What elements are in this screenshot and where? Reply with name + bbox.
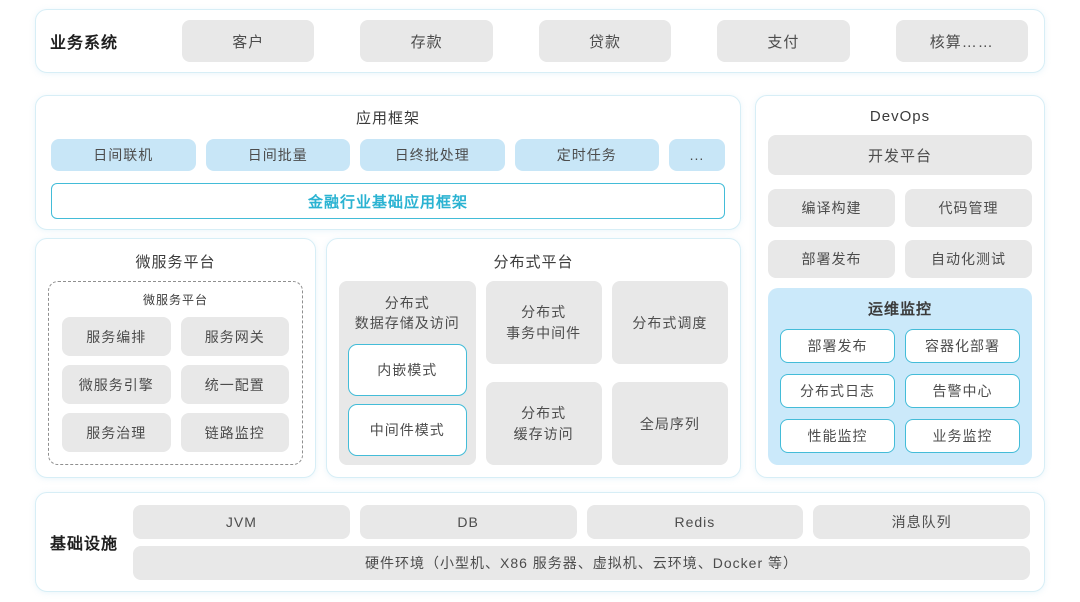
microservice-item-orchestration: 服务编排 [62,317,171,356]
distributed-block-cache-access: 分布式 缓存访问 [485,382,602,465]
infrastructure-item-redis: Redis [586,504,804,539]
business-system-item-payment: 支付 [717,20,850,62]
microservice-item-governance: 服务治理 [62,413,171,452]
monitoring-item-alert-center: 告警中心 [905,374,1020,408]
distributed-column-1: 分布式 事务中间件 分布式 缓存访问 [485,281,602,465]
distributed-block-global-sequence: 全局序列 [611,382,728,465]
monitoring-item-performance-monitoring: 性能监控 [780,419,895,453]
distributed-storage-modes: 内嵌模式 中间件模式 [348,343,467,456]
business-system-item-loan: 贷款 [538,20,672,62]
devops-tools: 编译构建 代码管理 部署发布 自动化测试 [768,189,1032,278]
ops-monitoring-items: 部署发布 容器化部署 分布式日志 告警中心 性能监控 业务监控 [780,329,1020,453]
devops-tool-automated-testing: 自动化测试 [905,240,1032,278]
monitoring-item-deploy-release: 部署发布 [780,329,895,363]
infrastructure-label: 基础设施 [50,536,119,553]
storage-mode-middleware: 中间件模式 [348,403,467,456]
middle-left-column: 应用框架 日间联机 日间批量 日终批处理 定时任务 ... 金融行业基础应用框架… [35,95,741,478]
microservice-inner-title: 微服务平台 [142,293,208,307]
distributed-platform-panel: 分布式平台 分布式 数据存储及访问 内嵌模式 中间件模式 分布式 事务中间件 分… [326,238,741,478]
devops-title: DevOps [869,108,931,125]
middle-area: 应用框架 日间联机 日间批量 日终批处理 定时任务 ... 金融行业基础应用框架… [35,95,1045,478]
app-framework-module-scheduled-task: 定时任务 [514,139,659,171]
infrastructure-item-db: DB [359,504,577,539]
distributed-platform-body: 分布式 数据存储及访问 内嵌模式 中间件模式 分布式 事务中间件 分布式 缓存访… [339,281,728,465]
infrastructure-band: 基础设施 JVM DB Redis 消息队列 硬件环境（小型机、X86 服务器、… [35,492,1045,592]
distributed-storage-title: 分布式 数据存储及访问 [354,295,460,332]
microservice-platform-panel: 微服务平台 微服务平台 服务编排 服务网关 微服务引擎 统一配置 服务治理 链路… [35,238,316,478]
microservice-inner-box: 微服务平台 服务编排 服务网关 微服务引擎 统一配置 服务治理 链路监控 [48,281,303,465]
business-system-item-customer: 客户 [182,20,315,62]
monitoring-item-containerized-deploy: 容器化部署 [905,329,1020,363]
microservice-item-unified-config: 统一配置 [180,365,289,404]
microservice-items: 服务编排 服务网关 微服务引擎 统一配置 服务治理 链路监控 [62,317,289,452]
ops-monitoring-title: 运维监控 [867,301,932,318]
app-framework-module-more: ... [669,139,725,171]
devops-tool-code-management: 代码管理 [905,189,1032,227]
business-systems-items: 客户 存款 贷款 支付 核算…… [182,20,1028,62]
microservice-platform-title: 微服务平台 [135,254,216,271]
business-systems-band: 业务系统 客户 存款 贷款 支付 核算…… [35,9,1045,73]
infrastructure-item-jvm: JVM [133,504,350,539]
app-framework-module-eod-batch: 日终批处理 [360,139,505,171]
app-framework-panel: 应用框架 日间联机 日间批量 日终批处理 定时任务 ... 金融行业基础应用框架 [35,95,741,230]
app-framework-module-daytime-batch: 日间批量 [205,139,350,171]
microservice-item-engine: 微服务引擎 [62,365,171,404]
monitoring-item-distributed-logging: 分布式日志 [780,374,895,408]
business-systems-label: 业务系统 [50,35,119,52]
monitoring-item-business-monitoring: 业务监控 [905,419,1020,453]
devops-tool-build: 编译构建 [768,189,895,227]
app-framework-title: 应用框架 [355,110,420,127]
business-system-item-accounting: 核算…… [895,20,1028,62]
base-framework-box: 金融行业基础应用框架 [51,183,725,219]
app-framework-modules: 日间联机 日间批量 日终批处理 定时任务 ... [51,139,725,171]
app-framework-module-daytime-online: 日间联机 [51,139,196,171]
hardware-environment-bar: 硬件环境（小型机、X86 服务器、虚拟机、云环境、Docker 等） [133,545,1030,580]
infrastructure-items: JVM DB Redis 消息队列 [133,504,1031,539]
devops-dev-platform: 开发平台 [768,135,1032,175]
business-system-item-deposit: 存款 [360,20,493,62]
distributed-block-transaction-middleware: 分布式 事务中间件 [485,281,602,364]
distributed-platform-title: 分布式平台 [493,254,574,271]
distributed-column-2: 分布式调度 全局序列 [611,281,728,465]
microservice-item-gateway: 服务网关 [180,317,289,356]
devops-tool-deploy-release: 部署发布 [768,240,895,278]
devops-panel: DevOps 开发平台 编译构建 代码管理 部署发布 自动化测试 运维监控 部署… [755,95,1045,478]
distributed-storage-box: 分布式 数据存储及访问 内嵌模式 中间件模式 [339,281,476,465]
distributed-block-scheduling: 分布式调度 [611,281,728,364]
microservice-item-trace-monitoring: 链路监控 [180,413,289,452]
infrastructure-item-message-queue: 消息队列 [813,504,1031,539]
storage-mode-embedded: 内嵌模式 [348,343,467,396]
platforms-row: 微服务平台 微服务平台 服务编排 服务网关 微服务引擎 统一配置 服务治理 链路… [35,238,741,478]
infrastructure-content: JVM DB Redis 消息队列 硬件环境（小型机、X86 服务器、虚拟机、云… [133,501,1031,583]
ops-monitoring-box: 运维监控 部署发布 容器化部署 分布式日志 告警中心 性能监控 业务监控 [768,288,1032,465]
